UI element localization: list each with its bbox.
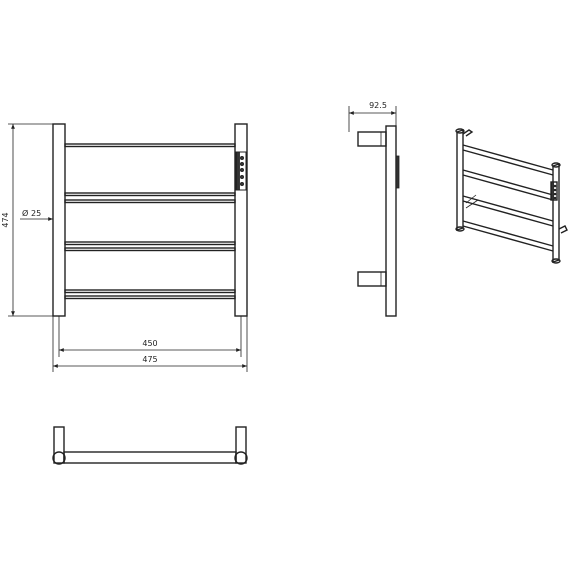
left-upright — [52, 123, 66, 317]
button-5 — [239, 181, 244, 186]
side-view-control — [395, 155, 400, 189]
diameter-dimension: Ø 25 — [20, 208, 53, 221]
iso-left-upright — [456, 129, 464, 231]
depth-dimension: 92.5 — [348, 101, 397, 132]
top-view — [52, 426, 248, 465]
rail-1-lower — [64, 192, 236, 197]
top-view-right-end — [234, 451, 248, 465]
isometric-view — [455, 128, 568, 264]
rail-3 — [64, 247, 236, 252]
iso-control-panel — [550, 181, 558, 201]
inner-width-label: 450 — [142, 339, 157, 348]
rail-1 — [64, 143, 236, 148]
button-2 — [239, 161, 244, 166]
control-panel-strip — [236, 151, 240, 191]
rail-2-lower — [64, 241, 236, 246]
top-view-rail — [63, 451, 237, 464]
button-1 — [239, 155, 244, 160]
rail-2 — [64, 199, 236, 204]
diameter-symbol: Ø — [22, 208, 28, 218]
iso-rails — [462, 144, 554, 252]
outer-width-label: 475 — [142, 355, 157, 364]
diameter-label: 25 — [31, 209, 41, 218]
rail-4 — [64, 295, 236, 300]
top-view-left-end — [52, 451, 66, 465]
inner-width-dimension: 450 — [58, 316, 242, 357]
rail-3-lower — [64, 289, 236, 294]
rails — [64, 143, 236, 300]
control-panel — [235, 151, 247, 191]
button-4 — [239, 174, 244, 179]
side-view-upright — [385, 125, 397, 317]
side-view-bottom-bracket — [357, 271, 387, 287]
top-view-left-upright — [53, 426, 65, 464]
outer-width-dimension: 475 — [52, 316, 248, 372]
iso-right-upright — [552, 163, 560, 263]
side-view: 92.5 — [348, 101, 400, 317]
depth-label: 92.5 — [369, 101, 387, 110]
side-view-top-bracket — [357, 131, 387, 147]
height-dimension: 474 — [1, 123, 53, 317]
button-3 — [239, 167, 244, 172]
front-view: 474 Ø 25 450 475 — [1, 123, 248, 372]
top-view-right-upright — [235, 426, 247, 464]
height-label: 474 — [1, 212, 10, 227]
